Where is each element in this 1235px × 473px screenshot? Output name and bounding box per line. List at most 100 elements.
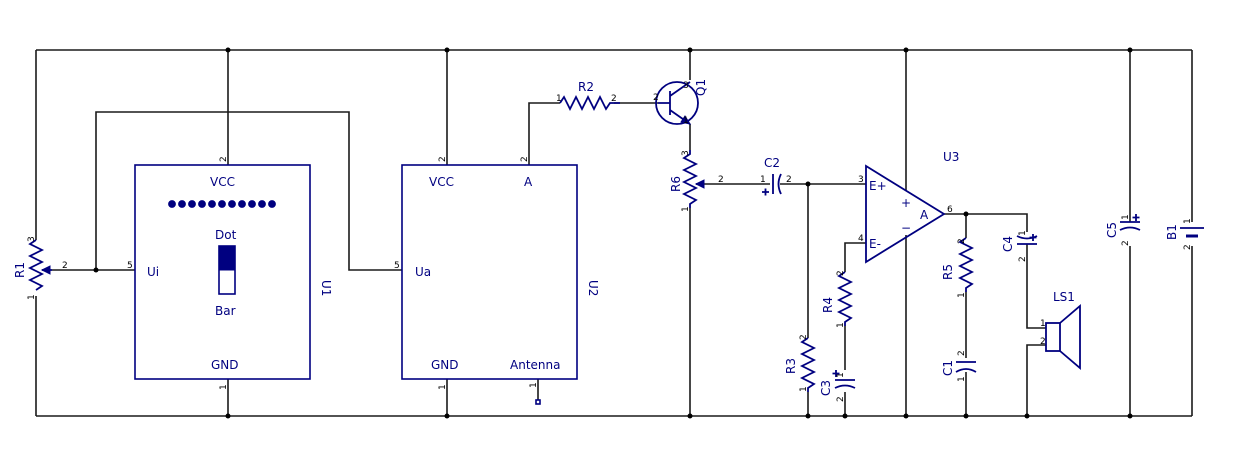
svg-text:1: 1 xyxy=(1040,319,1046,329)
svg-text:5: 5 xyxy=(394,261,400,271)
svg-text:1: 1 xyxy=(219,384,229,390)
c1-capacitor: C1 2 1 xyxy=(941,350,977,382)
ls1-speaker-icon: LS1 1 2 xyxy=(1040,290,1081,370)
u2-vcc-label: VCC xyxy=(429,175,454,189)
junction-dot xyxy=(842,413,848,419)
b1-battery-icon: B1 1 2 xyxy=(1165,218,1204,250)
u3-out-label: A xyxy=(920,208,929,222)
svg-text:2: 2 xyxy=(786,175,792,185)
led-bar-indicator xyxy=(168,200,276,208)
c2-label: C2 xyxy=(764,156,780,170)
c5-capacitor: C5 1 2 xyxy=(1105,214,1141,246)
svg-text:2: 2 xyxy=(653,93,659,103)
q1-transistor: Q1 3 2 1 xyxy=(653,79,708,126)
svg-text:3: 3 xyxy=(27,236,37,242)
svg-text:2: 2 xyxy=(836,396,846,402)
junction-dot xyxy=(444,47,450,53)
u3-plus-label: + xyxy=(901,196,911,210)
svg-text:2: 2 xyxy=(957,350,967,356)
svg-text:2: 2 xyxy=(799,334,809,340)
r1-potentiometer: R1 3 2 1 xyxy=(13,236,68,300)
junction-dot xyxy=(687,413,693,419)
svg-text:1: 1 xyxy=(438,384,448,390)
u2-a-label: A xyxy=(524,175,533,189)
svg-text:1: 1 xyxy=(1018,230,1028,236)
svg-text:3: 3 xyxy=(681,150,691,156)
dot-bar-switch xyxy=(218,245,236,295)
c3-capacitor: C3 1 2 xyxy=(819,370,856,402)
junction-dot xyxy=(805,413,811,419)
u2-antenna-label: Antenna xyxy=(510,358,560,372)
r3-label: R3 xyxy=(784,358,798,374)
svg-text:1: 1 xyxy=(529,382,539,388)
svg-text:1: 1 xyxy=(27,294,37,300)
svg-text:2: 2 xyxy=(611,94,617,104)
c1-label: C1 xyxy=(941,360,955,376)
r2-resistor: R2 1 2 xyxy=(556,80,620,112)
svg-text:4: 4 xyxy=(858,234,864,244)
u1-module: VCC GND Ui U1 Dot Bar 2 5 1 xyxy=(127,156,333,390)
junction-dot xyxy=(903,47,909,53)
svg-text:2: 2 xyxy=(520,156,530,162)
junction-dot xyxy=(805,181,811,187)
svg-text:2: 2 xyxy=(62,261,68,271)
svg-text:3: 3 xyxy=(858,175,864,185)
c2-capacitor: C2 1 2 xyxy=(760,156,792,196)
svg-text:2: 2 xyxy=(1183,244,1193,250)
q1-label: Q1 xyxy=(694,79,708,96)
u3-in-plus-label: E+ xyxy=(869,179,887,193)
junction-dot xyxy=(687,47,693,53)
svg-text:2: 2 xyxy=(219,156,229,162)
svg-text:6: 6 xyxy=(947,205,953,215)
svg-text:5: 5 xyxy=(127,261,133,271)
c5-label: C5 xyxy=(1105,222,1119,238)
u3-minus-label: − xyxy=(901,221,911,235)
ls1-label: LS1 xyxy=(1053,290,1075,304)
c4-label: C4 xyxy=(1001,236,1015,252)
junctions xyxy=(93,47,1133,419)
junction-dot xyxy=(963,211,969,217)
u2-label: U2 xyxy=(586,280,600,296)
svg-text:1: 1 xyxy=(836,372,846,378)
svg-text:1: 1 xyxy=(836,322,846,328)
svg-text:1: 1 xyxy=(957,376,967,382)
b1-label: B1 xyxy=(1165,224,1179,240)
r6-label: R6 xyxy=(669,176,683,192)
u1-input-label: Ui xyxy=(147,265,159,279)
svg-text:1: 1 xyxy=(1121,214,1131,220)
u2-module: VCC A Ua GND Antenna U2 2 2 5 1 1 xyxy=(394,156,600,405)
junction-dot xyxy=(225,47,231,53)
u2-output-label: Ua xyxy=(415,265,431,279)
svg-text:2: 2 xyxy=(957,238,967,244)
u1-gnd-label: GND xyxy=(211,358,239,372)
u3-opamp: U3 E+ E- A + − 3 4 6 xyxy=(858,150,959,264)
junction-dot xyxy=(1127,413,1133,419)
r4-label: R4 xyxy=(821,297,835,313)
junction-dot xyxy=(225,413,231,419)
antenna-terminal xyxy=(535,399,541,405)
junction-dot xyxy=(93,267,99,273)
svg-text:1: 1 xyxy=(799,386,809,392)
c4-capacitor: C4 1 2 xyxy=(1001,230,1038,262)
svg-text:1: 1 xyxy=(683,116,689,126)
u1-vcc-label: VCC xyxy=(210,175,235,189)
svg-text:1: 1 xyxy=(681,206,691,212)
svg-text:2: 2 xyxy=(438,156,448,162)
junction-dot xyxy=(1024,413,1030,419)
r4-resistor: R4 2 1 xyxy=(821,270,854,328)
r6-potentiometer: R6 3 2 1 xyxy=(669,150,724,212)
svg-text:2: 2 xyxy=(718,175,724,185)
svg-text:1: 1 xyxy=(1183,218,1193,224)
svg-text:2: 2 xyxy=(1040,337,1046,347)
u3-label: U3 xyxy=(943,150,959,164)
u3-in-minus-label: E- xyxy=(869,237,881,251)
r5-label: R5 xyxy=(941,264,955,280)
u1-bar-label: Bar xyxy=(215,304,236,318)
junction-dot xyxy=(1127,47,1133,53)
svg-text:1: 1 xyxy=(957,292,967,298)
u1-dot-label: Dot xyxy=(215,228,237,242)
svg-text:1: 1 xyxy=(556,94,562,104)
svg-text:3: 3 xyxy=(683,81,689,91)
svg-text:2: 2 xyxy=(1121,240,1131,246)
